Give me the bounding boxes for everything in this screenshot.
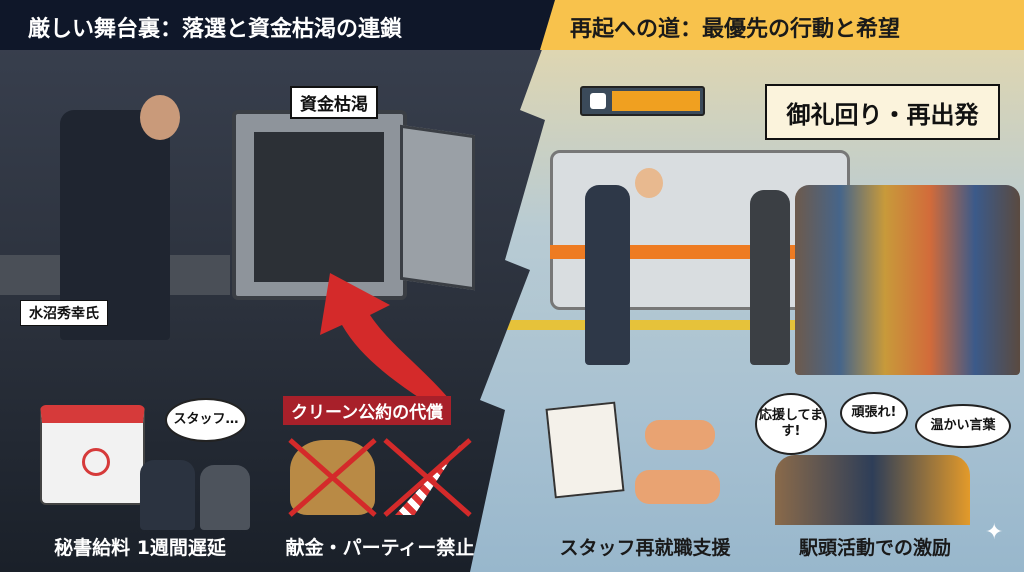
bowing-candidate-head <box>635 168 663 198</box>
resume-document-icon <box>545 401 625 499</box>
handshake-icon-2 <box>635 470 720 504</box>
caption-staff-reemployment: スタッフ再就職支援 <box>559 537 731 559</box>
person-name-label: 水沼秀幸氏 <box>20 300 108 326</box>
supporters-illustration <box>775 455 970 525</box>
caption-donation-ban: 献金・パーティー禁止 <box>285 537 475 559</box>
bowing-supporter <box>750 190 790 365</box>
title-left: 厳しい舞台裏：落選と資金枯渇の連鎖 <box>28 17 403 42</box>
speech-bubble-support: 応援してます! <box>755 393 827 455</box>
caption-station-encouragement: 駅頭活動での激励 <box>798 537 951 559</box>
header-right <box>540 0 1024 50</box>
safe-label: 資金枯渇 <box>290 86 378 119</box>
cross-mark-icon <box>288 438 472 517</box>
politician-head <box>140 95 180 140</box>
calendar-icon <box>40 405 145 505</box>
banner: 御礼回り・再出発 <box>765 84 1000 140</box>
circled-date <box>82 448 110 476</box>
thought-bubble: スタッフ… <box>165 398 247 442</box>
clean-pledge-label: クリーン公約の代償 <box>283 396 452 425</box>
speech-bubble-ganbare: 頑張れ! <box>840 392 908 434</box>
right-panel: 御礼回り・再出発 応援してます! 頑張れ! 温かい言葉 スタッフ再就職支援 駅頭… <box>460 0 1024 572</box>
worried-staff-male <box>140 460 195 530</box>
empty-safe <box>232 110 407 300</box>
station-sign <box>580 86 705 116</box>
sparkle-icon: ✦ <box>985 520 1004 545</box>
worried-staff-female <box>200 465 250 530</box>
speech-bubble-warm-words: 温かい言葉 <box>915 404 1011 448</box>
bowing-candidate <box>585 185 630 365</box>
red-arrow <box>320 273 450 405</box>
crowd <box>795 185 1020 375</box>
arrow-up-icon <box>612 91 700 111</box>
train-icon <box>590 93 606 109</box>
header-left <box>0 0 560 50</box>
left-panel: 資金枯渇 水沼秀幸氏 スタッフ… クリーン公約の代償 秘書給料 1週間遅延 献金… <box>0 0 560 572</box>
title-right: 再起への道：最優先の行動と希望 <box>570 17 901 42</box>
caption-salary-delay: 秘書給料 1週間遅延 <box>54 537 226 559</box>
handshake-icon <box>645 420 715 450</box>
